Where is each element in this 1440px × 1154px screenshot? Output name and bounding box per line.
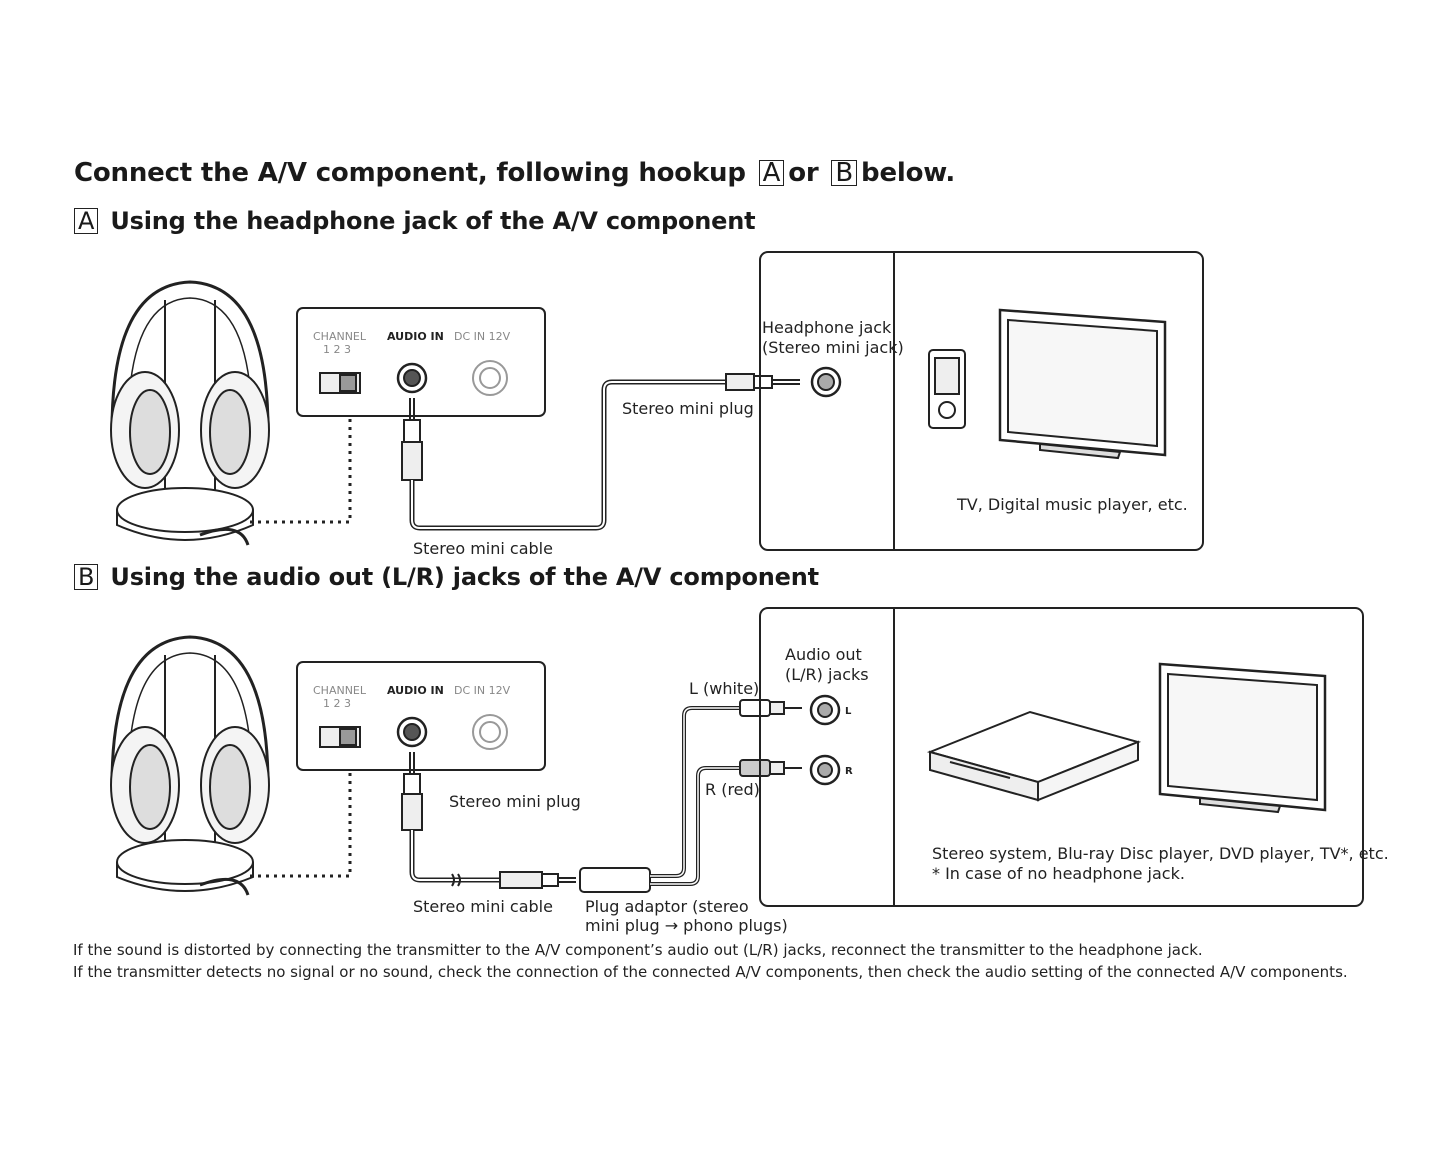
- note-distortion: If the sound is distorted by connecting …: [73, 941, 1203, 959]
- tv-icon: [1158, 662, 1327, 814]
- heading-box-b: B: [831, 160, 858, 186]
- headphone-jack: [810, 366, 842, 398]
- music-player-icon: [928, 349, 966, 429]
- panel-dc-in-label: DC IN 12V: [454, 330, 511, 343]
- jack-label-line-1: Headphone jack: [762, 318, 892, 337]
- section-b-box: B: [74, 564, 99, 590]
- stereo-mini-plug-transmitter: [401, 398, 423, 481]
- devices-label-line-2: * In case of no headphone jack.: [932, 864, 1185, 883]
- right-channel-label: R (red): [705, 780, 760, 799]
- jack-mark-left: L: [845, 706, 852, 717]
- panel-dc-in-label: DC IN 12V: [454, 684, 511, 697]
- stereo-mini-plug-source: [725, 373, 800, 391]
- phono-plug-right: [739, 759, 802, 777]
- panel-channel-label: CHANNEL: [313, 684, 367, 697]
- phono-plug-left: [739, 699, 802, 717]
- tv-icon: [998, 308, 1167, 460]
- transmitter-panel: [296, 661, 546, 771]
- section-b-title: Using the audio out (L/R) jacks of the A…: [110, 563, 819, 591]
- main-heading: Connect the A/V component, following hoo…: [74, 158, 955, 188]
- cable-label: Stereo mini cable: [413, 897, 553, 916]
- devices-label: TV, Digital music player, etc.: [956, 495, 1188, 514]
- jack-mark-right: R: [845, 766, 853, 777]
- audio-in-jack: [396, 362, 428, 394]
- dc-in-jack: [472, 360, 508, 396]
- section-a-title: Using the headphone jack of the A/V comp…: [110, 207, 756, 235]
- panel-audio-in-label: AUDIO IN: [387, 684, 444, 697]
- headphone-icon: [110, 635, 270, 896]
- section-a-box: A: [74, 208, 99, 234]
- heading-prefix: Connect the A/V component, following hoo…: [74, 158, 746, 188]
- dc-in-jack: [472, 714, 508, 750]
- audio-in-jack: [396, 716, 428, 748]
- source-device-box: [759, 607, 1364, 907]
- diagram-b: CHANNEL 1 2 3 AUDIO IN DC IN 12V Stereo …: [110, 607, 1389, 935]
- panel-audio-in-label: AUDIO IN: [387, 330, 444, 343]
- panel-channel-label: CHANNEL: [313, 330, 367, 343]
- jacks-label-line-1: Audio out: [785, 645, 862, 664]
- panel-channel-numbers: 1 2 3: [323, 343, 351, 356]
- diagram-a: CHANNEL 1 2 3 AUDIO IN DC IN 12V Stereo …: [110, 251, 1204, 558]
- panel-channel-numbers: 1 2 3: [323, 697, 351, 710]
- plug-label: Stereo mini plug: [622, 399, 754, 418]
- stereo-mini-plug-adaptor: [499, 871, 576, 889]
- heading-box-a: A: [758, 160, 785, 186]
- headphone-icon: [110, 280, 270, 546]
- plug-adaptor: [579, 867, 651, 893]
- stereo-mini-plug-transmitter: [401, 752, 423, 831]
- section-a-heading: A Using the headphone jack of the A/V co…: [74, 207, 756, 235]
- note-no-signal: If the transmitter detects no signal or …: [73, 963, 1348, 981]
- plug-label: Stereo mini plug: [449, 792, 581, 811]
- jacks-label-line-2: (L/R) jacks: [785, 665, 869, 684]
- left-channel-label: L (white): [689, 679, 759, 698]
- source-device-box: [759, 251, 1204, 551]
- heading-suffix: below.: [861, 158, 956, 188]
- audio-out-jack-right: [809, 754, 841, 786]
- heading-connector: or: [788, 158, 819, 188]
- section-b-heading: B Using the audio out (L/R) jacks of the…: [74, 563, 819, 591]
- disc-player-icon: [926, 710, 1142, 802]
- adaptor-label-line-1: Plug adaptor (stereo: [585, 897, 749, 916]
- cable-label: Stereo mini cable: [413, 539, 553, 558]
- devices-label-line-1: Stereo system, Blu-ray Disc player, DVD …: [932, 844, 1389, 863]
- transmitter-panel: [296, 307, 546, 417]
- adaptor-label-line-2: mini plug → phono plugs): [585, 916, 788, 935]
- jack-label-line-2: (Stereo mini jack): [762, 338, 904, 357]
- audio-out-jack-left: [809, 694, 841, 726]
